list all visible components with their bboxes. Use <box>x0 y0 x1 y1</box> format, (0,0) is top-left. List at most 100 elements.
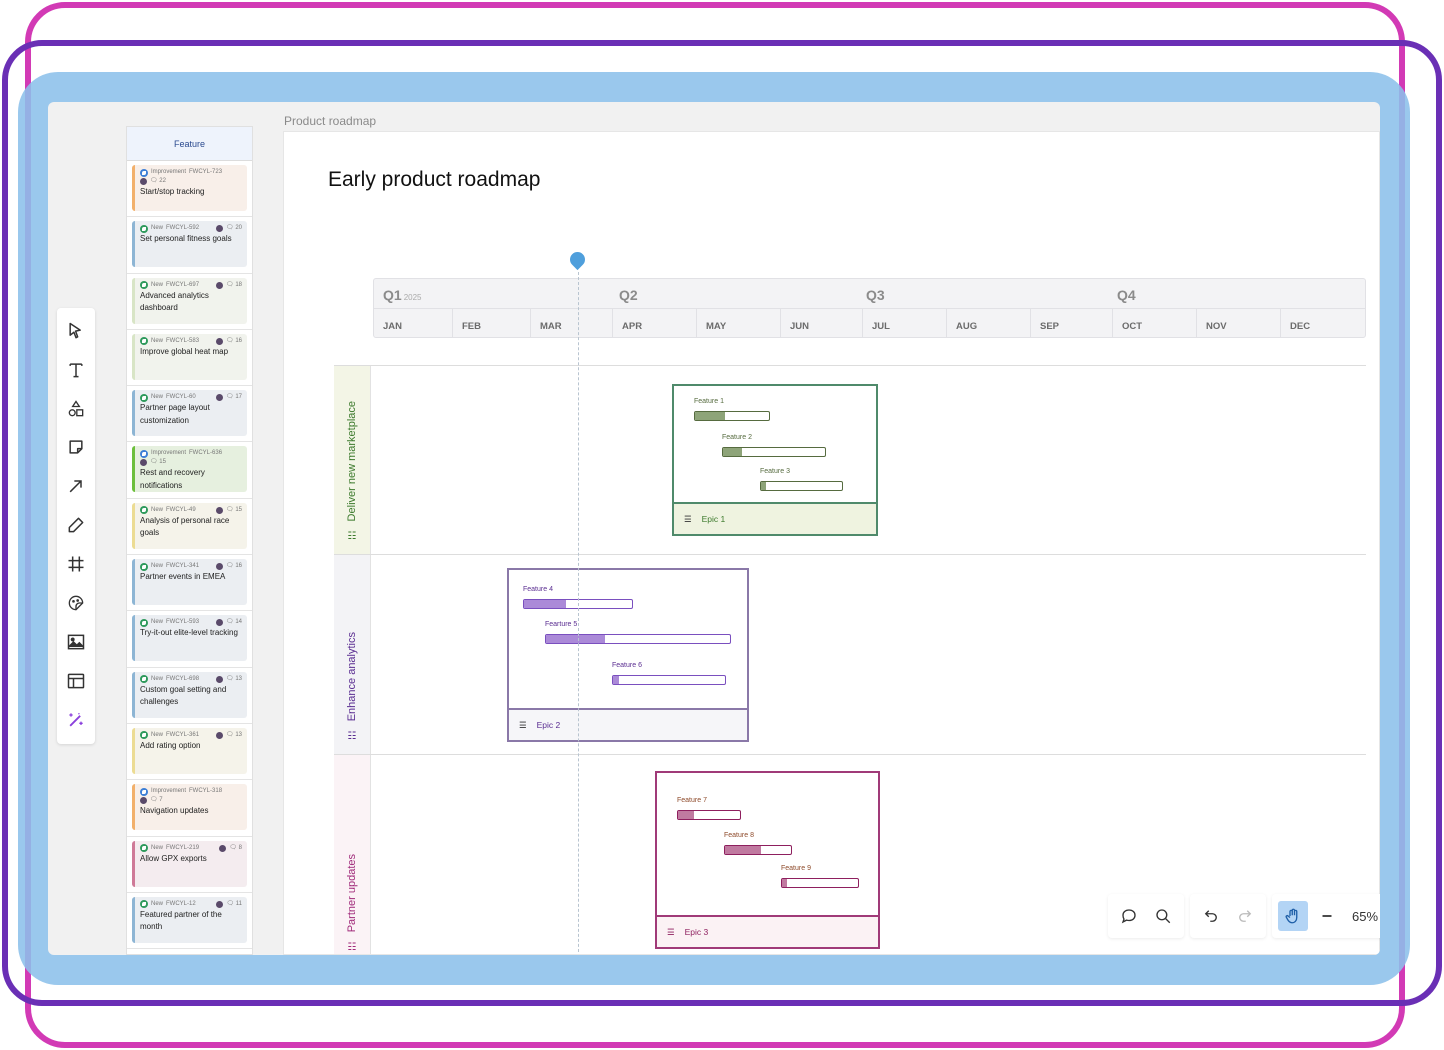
zoom-level[interactable]: 65% <box>1352 908 1379 924</box>
vote-count: 🗨 11 <box>226 900 242 907</box>
lane-title: Partner updates <box>346 853 358 932</box>
feature-card[interactable]: New FWCYL-341 🗨 16 Partner events in EME… <box>132 559 247 606</box>
feature-key[interactable]: FWCYL-219 <box>166 844 200 851</box>
avatar <box>216 225 224 233</box>
feature-5-bar[interactable] <box>545 634 731 644</box>
feature-key[interactable]: FWCYL-697 <box>166 281 200 288</box>
feature-7-bar[interactable] <box>677 810 741 820</box>
feature-column-header[interactable]: Feature <box>127 127 252 161</box>
progress-fill <box>678 811 694 819</box>
feature-3-bar[interactable] <box>760 481 843 491</box>
feature-list-item: New FWCYL-60 🗨 17 Partner page layout cu… <box>127 386 252 443</box>
feature-key[interactable]: FWCYL-12 <box>166 900 196 907</box>
lane-label[interactable]: Deliver new marketplace ☷ <box>334 366 371 554</box>
feature-card[interactable]: New FWCYL-593 🗨 14 Try-it-out elite-leve… <box>132 615 247 662</box>
hand-icon <box>1285 908 1298 924</box>
feature-2-bar[interactable] <box>722 447 826 457</box>
avatar <box>216 394 224 402</box>
feature-9-bar[interactable] <box>781 878 859 888</box>
feature-8-bar[interactable] <box>724 845 792 855</box>
feature-key[interactable]: FWCYL-60 <box>166 394 196 401</box>
month-jun: JUN <box>780 309 862 338</box>
comment-button[interactable] <box>1114 901 1144 931</box>
canvas-frame-label[interactable]: Product roadmap <box>284 114 377 128</box>
zoom-out-button[interactable] <box>1312 901 1342 931</box>
feature-2-label: Feature 2 <box>722 434 752 441</box>
feature-key[interactable]: FWCYL-583 <box>166 337 200 344</box>
vote-count: 🗨 20 <box>226 225 242 232</box>
page-title[interactable]: Early product roadmap <box>328 168 541 191</box>
pen-tool[interactable] <box>61 511 91 541</box>
month-oct: OCT <box>1112 309 1196 338</box>
epic-3-card[interactable]: Feature 7 Feature 8 Feature 9 ☰ Epic 3 <box>655 771 880 949</box>
avatar <box>140 797 147 805</box>
progress-fill <box>695 412 725 420</box>
feature-meta: New FWCYL-583 🗨 16 <box>140 337 242 346</box>
feature-card[interactable]: New FWCYL-219 🗨 8 Allow GPX exports <box>132 840 247 887</box>
frame-tool[interactable] <box>61 549 91 579</box>
select-tool[interactable] <box>61 316 91 346</box>
feature-6-bar[interactable] <box>612 675 726 685</box>
feature-card[interactable]: New FWCYL-12 🗨 11 Featured partner of th… <box>132 896 247 943</box>
undo-button[interactable] <box>1196 901 1226 931</box>
month-sep: SEP <box>1030 309 1112 338</box>
lane-label[interactable]: Enhance analytics ☷ <box>334 555 371 754</box>
avatar <box>140 178 147 185</box>
improvement-icon <box>140 168 148 177</box>
today-marker-pin-icon[interactable] <box>566 248 589 271</box>
list-icon: ☰ <box>684 513 692 524</box>
feature-key[interactable]: FWCYL-636 <box>189 450 223 457</box>
swimlanes: Deliver new marketplace ☷ Feature 1 Feat… <box>334 365 1366 954</box>
frame-icon <box>68 556 84 572</box>
ai-magic-tool[interactable] <box>61 705 91 735</box>
feature-type: New <box>151 394 164 401</box>
vote-count: 🗨 16 <box>226 337 242 344</box>
epic-2-card[interactable]: Feature 4 Fearture 5 Feature 6 ☰ Epic 2 <box>507 568 749 742</box>
sticky-note-tool[interactable] <box>61 433 91 463</box>
new-feature-icon <box>140 224 148 233</box>
feature-card[interactable]: Improvement FWCYL-318 🗨 7 Navigation upd… <box>132 784 247 831</box>
text-tool[interactable] <box>61 355 91 385</box>
quarter-q4: Q4 <box>1117 287 1136 303</box>
feature-key[interactable]: FWCYL-49 <box>166 506 196 513</box>
hand-tool-button[interactable] <box>1278 901 1308 931</box>
shapes-tool[interactable] <box>61 394 91 424</box>
epic-label: Epic 1 <box>701 514 726 524</box>
feature-key[interactable]: FWCYL-341 <box>166 563 200 570</box>
feature-card[interactable]: New FWCYL-60 🗨 17 Partner page layout cu… <box>132 390 247 437</box>
feature-card[interactable]: New FWCYL-361 🗨 13 Add rating option <box>132 727 247 774</box>
feature-card[interactable]: New FWCYL-583 🗨 16 Improve global heat m… <box>132 333 247 380</box>
vote-count: 🗨 14 <box>226 619 242 626</box>
lane-body: Feature 1 Feature 2 Feature 3 ☰ Epic 1 <box>371 366 1366 554</box>
template-tool[interactable] <box>61 666 91 696</box>
feature-list-item: New FWCYL-341 🗨 16 Partner events in EME… <box>127 555 252 612</box>
feature-key[interactable]: FWCYL-592 <box>166 225 200 232</box>
lane-label[interactable]: Partner updates ☷ <box>334 755 371 954</box>
feature-list-item: New FWCYL-593 🗨 14 Try-it-out elite-leve… <box>127 611 252 668</box>
feature-card[interactable]: New FWCYL-697 🗨 18 Advanced analytics da… <box>132 277 247 324</box>
feature-key[interactable]: FWCYL-361 <box>166 731 200 738</box>
feature-key[interactable]: FWCYL-318 <box>189 788 223 795</box>
arrow-tool[interactable] <box>61 472 91 502</box>
feature-card[interactable]: Improvement FWCYL-636 🗨 15 Rest and reco… <box>132 446 247 493</box>
month-mar: MAR <box>530 309 612 338</box>
feature-card[interactable]: New FWCYL-592 🗨 20 Set personal fitness … <box>132 221 247 268</box>
feature-card[interactable]: Improvement FWCYL-723 🗨 22 Start/stop tr… <box>132 165 247 211</box>
feature-1-bar[interactable] <box>694 411 770 421</box>
vote-count: 🗨 16 <box>226 563 242 570</box>
new-feature-icon <box>140 675 148 684</box>
feature-title: Try-it-out elite-level tracking <box>140 628 238 638</box>
feature-card[interactable]: New FWCYL-698 🗨 13 Custom goal setting a… <box>132 671 247 718</box>
redo-button[interactable] <box>1230 901 1260 931</box>
sticker-tool[interactable] <box>61 588 91 618</box>
feature-key[interactable]: FWCYL-593 <box>166 619 200 626</box>
image-tool[interactable] <box>61 627 91 657</box>
feature-key[interactable]: FWCYL-723 <box>189 169 223 175</box>
feature-card[interactable]: New FWCYL-49 🗨 15 Analysis of personal r… <box>132 502 247 549</box>
feature-key[interactable]: FWCYL-698 <box>166 675 200 682</box>
search-button[interactable] <box>1148 901 1178 931</box>
epic-1-card[interactable]: Feature 1 Feature 2 Feature 3 ☰ Epic 1 <box>672 384 878 536</box>
